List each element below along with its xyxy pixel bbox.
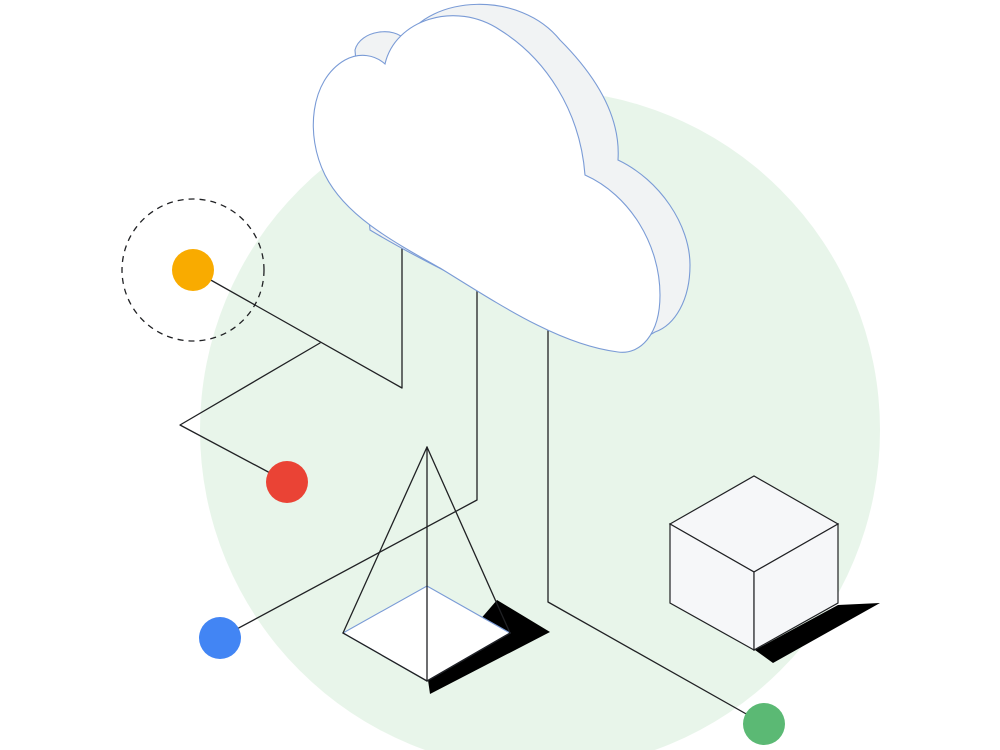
cube-right [753,522,839,652]
node-yellow [172,249,214,291]
cloud-face [312,15,661,353]
pyramid-shadow [428,600,550,694]
cube-shadow [755,603,880,663]
dashed-ring-icon [121,198,265,342]
pyramid-icon [341,446,550,694]
cloud-icon [312,3,691,353]
cube-icon [668,475,880,663]
node-red [266,461,308,503]
node-blue [199,617,241,659]
connector-red [179,342,321,483]
connector-lines [179,234,765,725]
connector-green [547,317,765,725]
node-green [743,703,785,745]
connector-blue [219,279,478,639]
connector-yellow [192,234,403,389]
